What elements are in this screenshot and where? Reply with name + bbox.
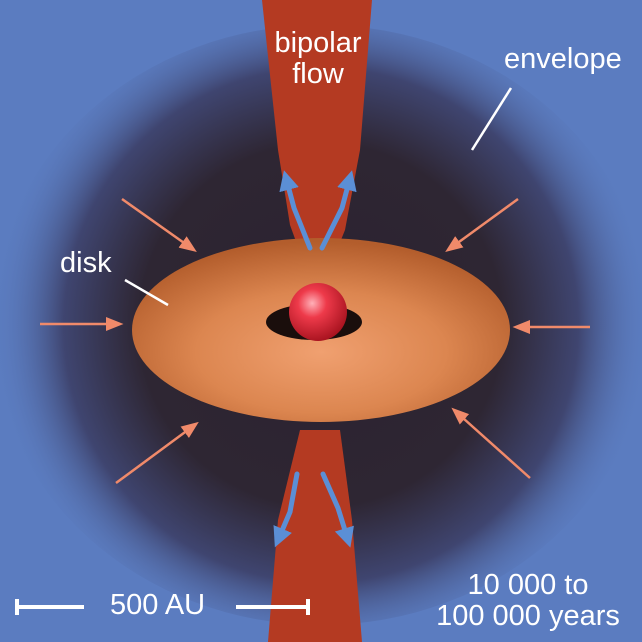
outflow-arrow-top-right: [319, 170, 357, 251]
timescale-label: 10 000 to 100 000 years: [428, 570, 628, 632]
scale-bar: [15, 599, 310, 615]
infall-arrow-upper-left: [121, 197, 197, 253]
envelope-leader-line: [470, 87, 513, 151]
outflow-arrow-bottom-right: [320, 471, 354, 548]
outflow-arrow-bottom-left: [273, 471, 300, 548]
protostar: [289, 283, 347, 341]
disk-leader-line: [124, 278, 169, 307]
timescale-label-line1: 10 000 to: [467, 569, 589, 601]
outflow-arrow-top-left: [279, 170, 313, 251]
infall-arrow-upper-right: [445, 197, 519, 253]
outflow-arrows: [273, 170, 357, 548]
infall-arrows: [40, 197, 590, 485]
infall-arrow-lower-right: [451, 407, 531, 479]
bipolar-flow-label-line1: bipolar: [274, 27, 362, 59]
jet-bottom: [268, 430, 362, 642]
infall-arrow-lower-left: [115, 421, 199, 485]
timescale-label-line2: 100 000 years: [436, 600, 620, 632]
bipolar-flow-label: bipolar flow: [238, 28, 398, 90]
bipolar-flow-label-line2: flow: [292, 58, 344, 90]
disk-label: disk: [60, 247, 112, 279]
scale-label: 500 AU: [110, 589, 206, 621]
envelope-label: envelope: [504, 43, 622, 75]
